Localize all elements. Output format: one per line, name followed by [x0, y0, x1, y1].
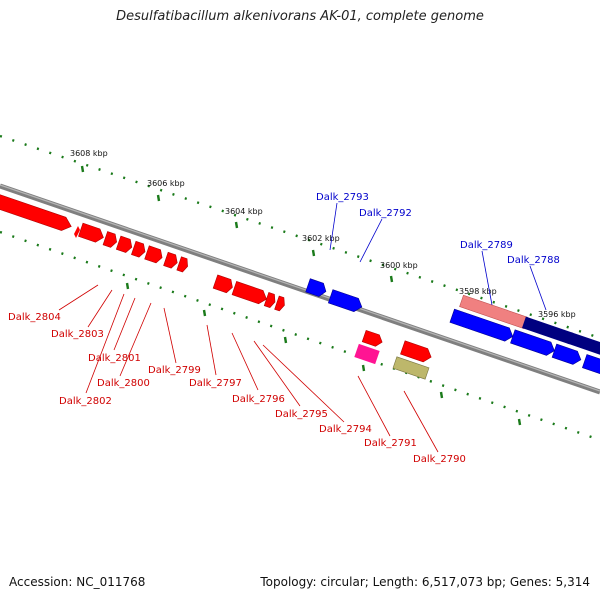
kbp-label-3602: 3602 kbp: [302, 234, 340, 243]
gene-label-dalk-2793: Dalk_2793: [316, 192, 369, 203]
gene-arrow: [0, 193, 72, 231]
gene-cluster-red-mid[interactable]: [212, 274, 287, 312]
gene-arrow: [144, 245, 163, 264]
kbp-label-3598: 3598 kbp: [459, 287, 497, 296]
kbp-label-3606: 3606 kbp: [147, 179, 185, 188]
kbp-label-3596: 3596 kbp: [538, 310, 576, 319]
gene-small-red[interactable]: [361, 329, 384, 348]
gene-label-dalk-2788: Dalk_2788: [507, 255, 560, 266]
gene-label-dalk-2791: Dalk_2791: [364, 438, 417, 449]
gene-label-dalk-2803: Dalk_2803: [51, 329, 104, 340]
gene-arrow: [131, 240, 146, 258]
kbp-label-3608: 3608 kbp: [70, 149, 108, 158]
gene-label-dalk-2801: Dalk_2801: [88, 353, 141, 364]
gene-label-dalk-2795: Dalk_2795: [275, 409, 328, 420]
gene-arrow: [176, 256, 188, 273]
leader-lines-blue: [329, 202, 547, 311]
gene-label-dalk-2800: Dalk_2800: [97, 378, 150, 389]
gene-arrow: [163, 251, 178, 269]
map-title: Desulfatibacillum alkenivorans AK-01, co…: [116, 9, 484, 24]
topology-text: Topology: circular; Length: 6,517,073 bp…: [260, 575, 590, 589]
gene-arrow: [78, 222, 104, 243]
accession-text: Accession: NC_011768: [9, 575, 146, 589]
gene-label-dalk-2802: Dalk_2802: [59, 396, 112, 407]
gene-label-dalk-2792: Dalk_2792: [359, 208, 412, 219]
gene-label-dalk-2794: Dalk_2794: [319, 424, 372, 435]
leader-lines-red: [58, 284, 439, 453]
gene-magenta[interactable]: [354, 343, 380, 365]
upper-tick-track: [0, 134, 600, 340]
gene-red-2790[interactable]: [400, 340, 433, 364]
lower-tick-track: [0, 230, 600, 442]
gene-arrow: [102, 231, 117, 248]
gene-cluster-right[interactable]: [449, 294, 600, 375]
gene-arrow: [115, 235, 133, 253]
gene-label-dalk-2799: Dalk_2799: [148, 365, 201, 376]
genome-backbone: [0, 183, 600, 395]
genome-backbone-highlight: [0, 184, 600, 392]
gene-olive[interactable]: [392, 356, 430, 380]
gene-cluster-red[interactable]: [0, 193, 190, 273]
kbp-label-3600: 3600 kbp: [380, 261, 418, 270]
gene-label-dalk-2797: Dalk_2797: [189, 378, 242, 389]
gene-label-dalk-2790: Dalk_2790: [413, 454, 466, 465]
gene-cluster-blue-upper[interactable]: [305, 278, 365, 314]
kbp-label-3604: 3604 kbp: [225, 207, 263, 216]
gene-arrow[interactable]: [74, 226, 80, 238]
gene-label-dalk-2796: Dalk_2796: [232, 394, 285, 405]
gene-label-dalk-2804: Dalk_2804: [8, 312, 61, 323]
gene-label-dalk-2789: Dalk_2789: [460, 240, 513, 251]
major-ticks: [80, 165, 551, 426]
